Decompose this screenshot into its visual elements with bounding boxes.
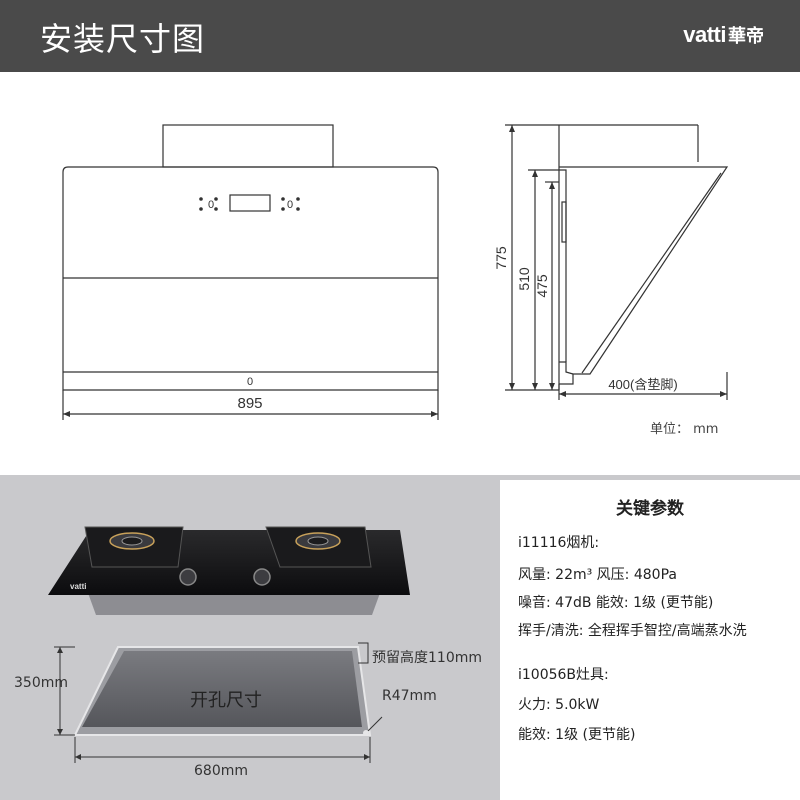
front-chimney <box>162 124 334 168</box>
front-width-label: 895 <box>237 395 262 412</box>
header-bar: 安装尺寸图 vatti 華帝 <box>0 0 800 72</box>
cutout-tray <box>73 646 372 736</box>
stove-brand: vatti <box>70 582 86 591</box>
spec-wash: 挥手/清洗: 全程挥手智控/高端蒸水洗 <box>518 623 747 639</box>
spec-hood-model: i11116烟机: <box>518 535 600 551</box>
stove-illustration <box>48 526 410 615</box>
brand-logo: vatti 華帝 <box>683 22 764 48</box>
cutout-depth-label: 350mm <box>14 675 68 691</box>
dimension-drawing: 0 0 0 895 <box>0 72 800 475</box>
height-475-label: 475 <box>534 274 550 298</box>
brand-logo-latin: vatti <box>683 22 726 47</box>
panel-buttons-right <box>281 197 300 211</box>
radius-marker <box>363 730 369 736</box>
panel-right-icon: 0 <box>287 199 293 211</box>
depth-label: 400(含垫脚) <box>608 377 677 392</box>
unit-note: 单位： mm <box>650 422 719 437</box>
spec-panel: 关键参数 i11116烟机: 风量: 22m³ 风压: 480Pa 噪音: 47… <box>500 480 800 800</box>
spec-airflow: 风量: 22m³ 风压: 480Pa <box>518 567 677 583</box>
height-510-label: 510 <box>516 267 532 291</box>
panel-display <box>229 194 271 212</box>
cutout-title: 开孔尺寸 <box>190 690 262 711</box>
spec-title: 关键参数 <box>616 499 684 519</box>
spec-power: 火力: 5.0kW <box>518 697 600 713</box>
spec-stove-model: i10056B灶具: <box>518 667 609 683</box>
spec-efficiency: 能效: 1级 (更节能) <box>518 727 636 743</box>
spec-noise: 噪音: 47dB 能效: 1级 (更节能) <box>518 595 714 611</box>
height-775-label: 775 <box>493 246 509 270</box>
front-body <box>62 166 439 391</box>
reserve-height-label: 预留高度110mm <box>372 650 482 666</box>
panel-buttons-left <box>199 197 218 211</box>
radius-label: R47mm <box>382 688 437 704</box>
reserve-height-bracket <box>358 642 369 664</box>
radius-leader <box>367 716 383 732</box>
front-logo: 0 <box>247 376 253 388</box>
side-view <box>505 124 729 400</box>
cutout-width-label: 680mm <box>194 763 248 779</box>
page-title: 安装尺寸图 <box>40 20 206 58</box>
panel-left-icon: 0 <box>208 199 214 211</box>
brand-logo-cn: 華帝 <box>728 26 764 47</box>
front-view <box>62 124 439 420</box>
